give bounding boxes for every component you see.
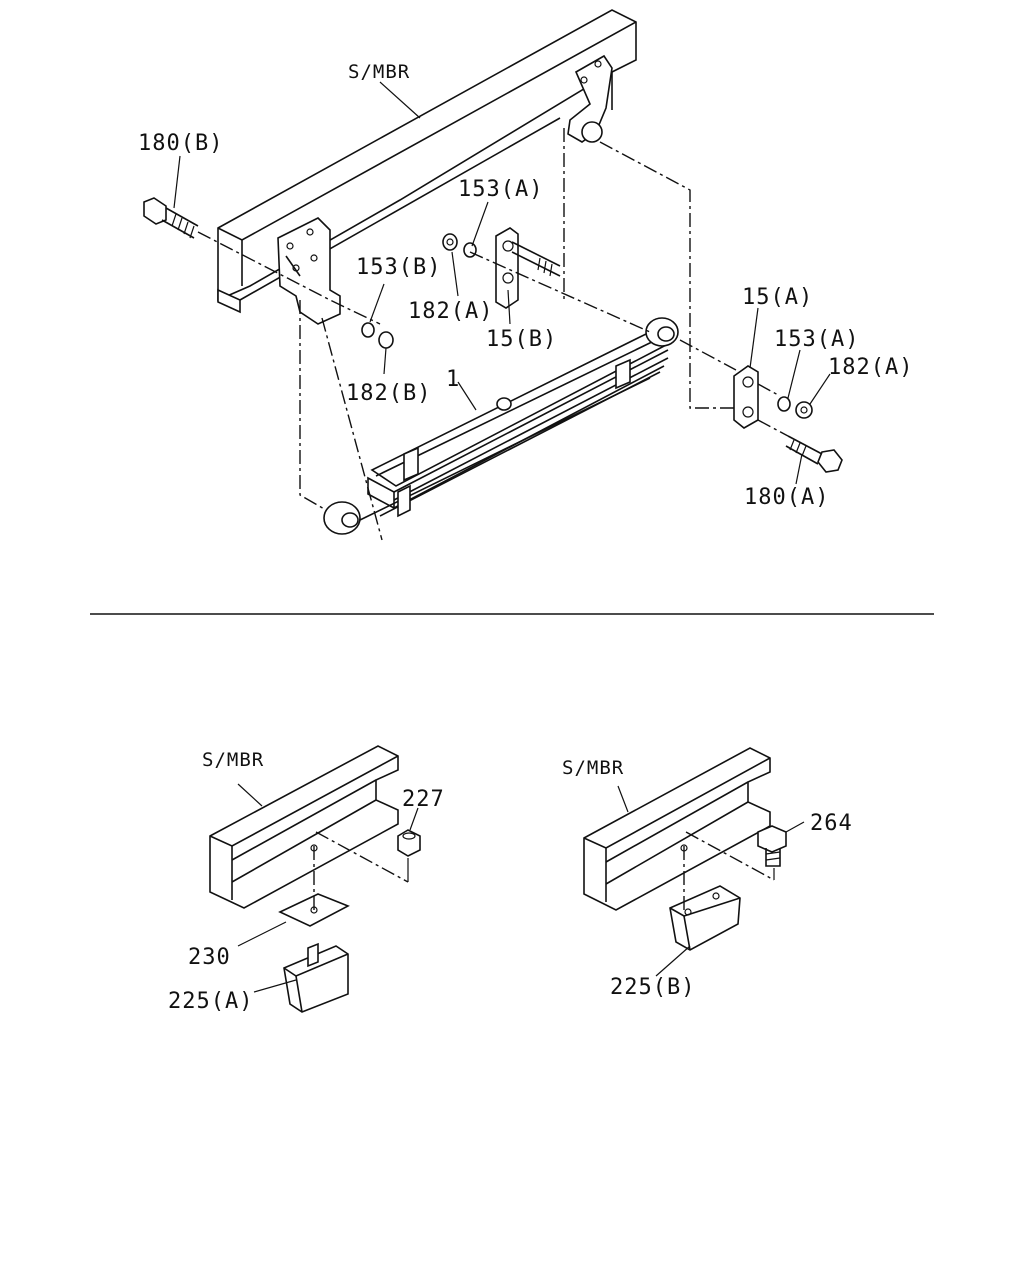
front-hanger-bracket bbox=[277, 217, 341, 325]
left-bumper-assembly bbox=[209, 745, 421, 1013]
leader-lines bbox=[173, 81, 831, 485]
label-182b: 182(B) bbox=[346, 381, 431, 406]
label-smbr-left: S/MBR bbox=[202, 749, 264, 771]
bolt-180a bbox=[785, 435, 843, 473]
label-182a-right: 182(A) bbox=[828, 355, 913, 380]
label-smbr-top: S/MBR bbox=[348, 61, 410, 83]
label-180b: 180(B) bbox=[138, 131, 223, 156]
label-153a-right: 153(A) bbox=[774, 327, 859, 352]
bolt-180b bbox=[143, 197, 199, 239]
assembly-centerlines bbox=[197, 128, 789, 541]
shackle-plate-15b bbox=[495, 227, 561, 309]
label-264: 264 bbox=[810, 811, 853, 836]
leaf-spring bbox=[323, 317, 679, 535]
label-15b: 15(B) bbox=[486, 327, 557, 352]
shackle-plate-15a bbox=[733, 365, 759, 429]
label-153a-top: 153(A) bbox=[458, 177, 543, 202]
small-hardware bbox=[361, 233, 813, 419]
label-smbr-right: S/MBR bbox=[562, 757, 624, 779]
label-153b: 153(B) bbox=[356, 255, 441, 280]
label-230: 230 bbox=[188, 945, 231, 970]
label-227: 227 bbox=[402, 787, 445, 812]
label-225a: 225(A) bbox=[168, 989, 253, 1014]
label-225b: 225(B) bbox=[610, 975, 695, 1000]
label-182a-left: 182(A) bbox=[408, 299, 493, 324]
label-180a: 180(A) bbox=[744, 485, 829, 510]
label-1: 1 bbox=[446, 367, 460, 392]
rear-shackle-bracket bbox=[567, 54, 613, 143]
callout-labels: S/MBR 180(B) 153(A) 153(B) 182(A) 15(B) … bbox=[138, 61, 913, 1014]
label-15a: 15(A) bbox=[742, 285, 813, 310]
right-bumper-assembly bbox=[583, 747, 805, 977]
